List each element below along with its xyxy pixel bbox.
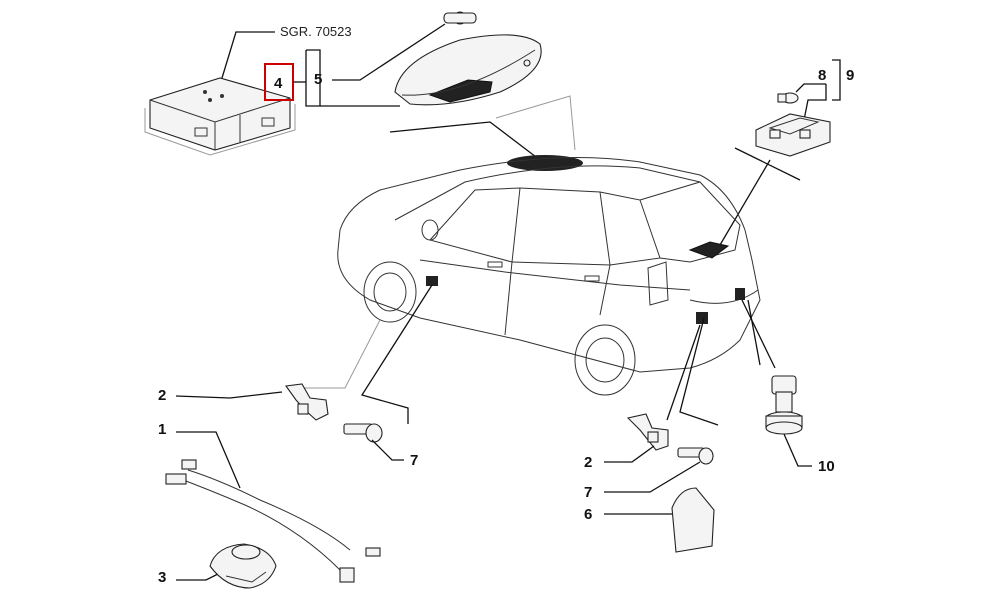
wiring-harness-drawing [165,459,381,583]
screw-left-drawing [343,423,383,443]
car-drawing [337,155,761,396]
leader-1 [176,431,241,489]
leader-tailgate-2 [747,299,761,366]
leader-7-right [604,461,701,493]
leader-2-left [175,391,283,399]
leader-front-door-grey [298,319,381,389]
callout-7-right: 7 [584,484,592,501]
door-switch-left-drawing [285,383,329,421]
callout-7-left: 7 [410,452,418,469]
leader-roof-grey [495,95,576,151]
leader-2-right [604,445,655,463]
callout-5: 5 [314,71,322,88]
leader-7-left [371,439,404,461]
screw-right-drawing [677,447,714,465]
leader-rear-door [679,317,719,426]
dome-lamp-drawing [394,11,542,106]
control-unit-drawing [144,77,296,156]
leader-10 [783,433,812,467]
callout-1: 1 [158,421,166,438]
callout-8: 8 [818,67,826,84]
callout-2-right: 2 [584,454,592,471]
bulb-drawing [777,92,799,104]
bracket-9 [832,59,841,101]
reference-code: SGR. 70523 [280,24,352,39]
tailgate-switch-drawing [765,375,803,435]
leader-8-bulb [795,83,826,93]
leader-5-bulb [332,23,446,81]
callout-3: 3 [158,569,166,586]
leader-tailgate [741,299,776,369]
rear-lamp-unit-drawing [755,113,831,157]
callout-10: 10 [818,458,835,475]
callout-2-left: 2 [158,387,166,404]
door-switch-right-drawing [626,413,669,451]
rubber-boot-drawing [209,543,277,589]
callout-4: 4 [274,75,283,92]
leader-roof [389,121,541,161]
callout-6: 6 [584,506,592,523]
callout-9: 9 [846,67,854,84]
cover-plate-drawing [671,487,715,553]
leader-trunk-light-2 [719,159,771,246]
leader-reference [221,31,275,79]
leader-rear-door-2 [666,324,701,421]
leader-front-door [360,284,433,424]
leader-8 [803,84,827,121]
